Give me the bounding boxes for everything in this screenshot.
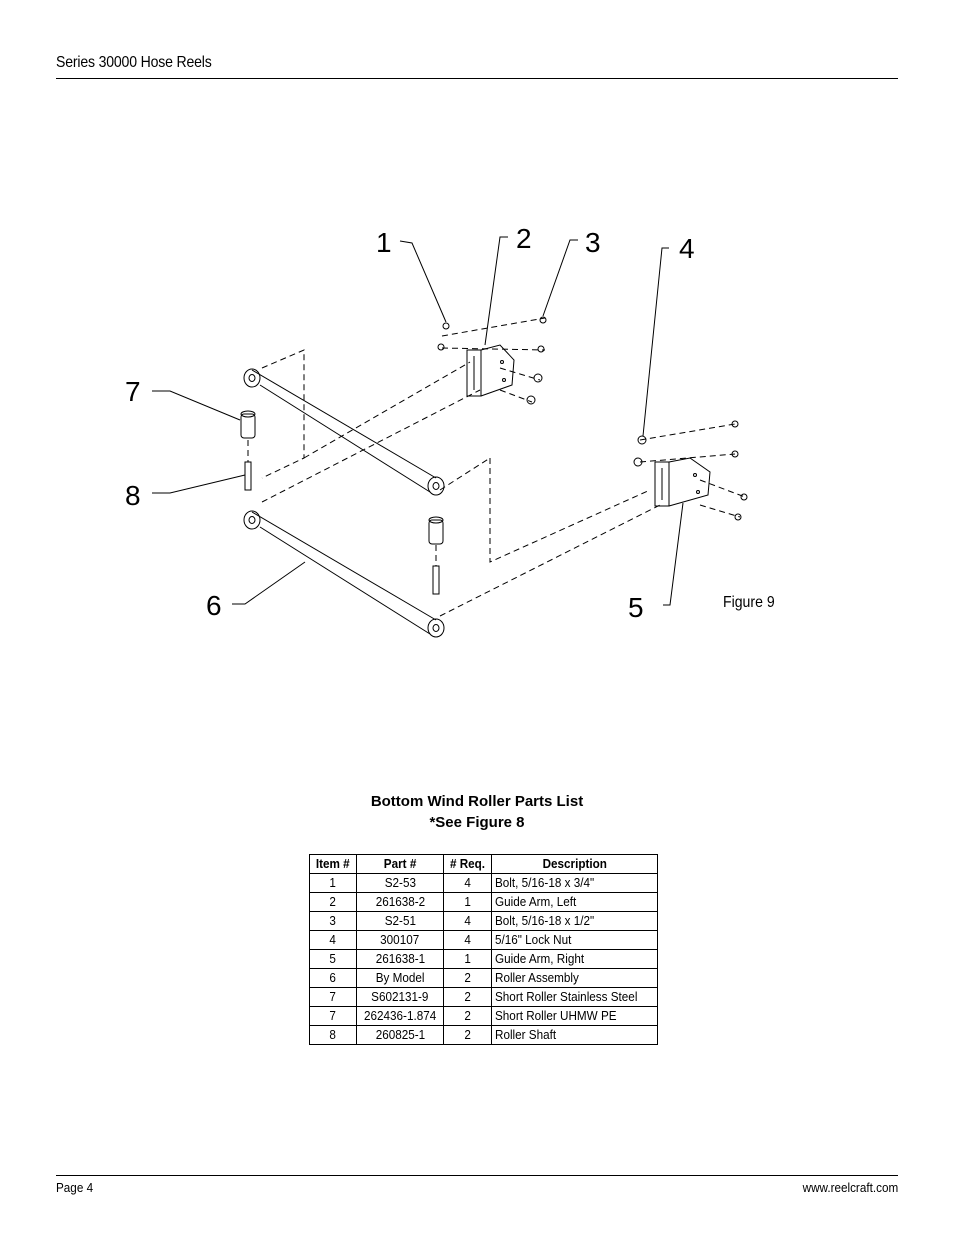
footer-rule xyxy=(56,1175,898,1176)
short-roller-right xyxy=(428,516,444,545)
cell-part: 261638-2 xyxy=(355,892,445,912)
cell-item: 7 xyxy=(309,1006,357,1026)
cell-item: 6 xyxy=(309,968,357,988)
callout-7: 7 xyxy=(125,376,141,407)
cell-description: Bolt, 5/16-18 x 1/2" xyxy=(491,911,658,931)
cell-req: 4 xyxy=(443,911,493,931)
callout-6: 6 xyxy=(206,590,222,621)
table-row: 6 By Model 2 Roller Assembly xyxy=(309,968,658,988)
cell-description: Bolt, 5/16-18 x 3/4" xyxy=(491,873,658,893)
cell-req: 2 xyxy=(443,968,493,988)
header-rule xyxy=(56,78,898,79)
cell-description: Roller Assembly xyxy=(491,968,658,988)
callout-8: 8 xyxy=(125,480,141,511)
callout-1: 1 xyxy=(376,227,392,258)
cell-req: 1 xyxy=(443,892,493,912)
table-row: 8 260825-1 2 Roller Shaft xyxy=(309,1025,658,1045)
lower-roller xyxy=(243,510,445,638)
cell-item: 5 xyxy=(309,949,357,969)
cell-description: 5/16" Lock Nut xyxy=(491,930,658,950)
cell-part: 262436-1.874 xyxy=(355,1006,445,1026)
table-row: 4 300107 4 5/16" Lock Nut xyxy=(309,930,658,950)
cell-item: 1 xyxy=(309,873,357,893)
column-header-req: # Req. xyxy=(443,854,493,874)
cell-description: Short Roller Stainless Steel xyxy=(491,987,658,1007)
cell-req: 2 xyxy=(443,1006,493,1026)
upper-roller xyxy=(243,368,445,496)
cell-req: 2 xyxy=(443,1025,493,1045)
table-row: 2 261638-2 1 Guide Arm, Left xyxy=(309,892,658,912)
cell-req: 4 xyxy=(443,930,493,950)
callout-3: 3 xyxy=(585,227,601,258)
cell-item: 7 xyxy=(309,987,357,1007)
assembly-lines xyxy=(247,317,746,617)
page-number: Page 4 xyxy=(56,1180,94,1195)
cell-part: S2-53 xyxy=(355,873,445,893)
table-header-row: Item # Part # # Req. Description xyxy=(309,854,658,874)
cell-part: S2-51 xyxy=(355,911,445,931)
cell-part: 260825-1 xyxy=(355,1025,445,1045)
exploded-diagram: 1 2 3 4 5 6 7 8 xyxy=(125,223,748,638)
table-row: 3 S2-51 4 Bolt, 5/16-18 x 1/2" xyxy=(309,911,658,931)
short-roller-left xyxy=(240,410,256,439)
guide-arm-left xyxy=(466,344,515,397)
cell-item: 3 xyxy=(309,911,357,931)
table-row: 7 S602131-9 2 Short Roller Stainless Ste… xyxy=(309,987,658,1007)
cell-part: S602131-9 xyxy=(355,987,445,1007)
cell-item: 8 xyxy=(309,1025,357,1045)
table-row: 7 262436-1.874 2 Short Roller UHMW PE xyxy=(309,1006,658,1026)
table-row: 5 261638-1 1 Guide Arm, Right xyxy=(309,949,658,969)
cell-part: By Model xyxy=(355,968,445,988)
parts-table: Item # Part # # Req. Description 1 S2-53… xyxy=(309,854,658,1045)
guide-arm-right xyxy=(654,457,711,507)
callout-4: 4 xyxy=(679,233,695,264)
table-row: 1 S2-53 4 Bolt, 5/16-18 x 3/4" xyxy=(309,873,658,893)
column-header-description: Description xyxy=(491,854,658,874)
leader-lines xyxy=(152,236,684,606)
cell-description: Guide Arm, Left xyxy=(491,892,658,912)
figure-label: Figure 9 xyxy=(723,594,775,611)
callout-2: 2 xyxy=(516,223,532,254)
cell-req: 4 xyxy=(443,873,493,893)
cell-description: Short Roller UHMW PE xyxy=(491,1006,658,1026)
callout-numbers: 1 2 3 4 5 6 7 8 xyxy=(125,223,695,623)
shaft-right xyxy=(432,565,440,595)
cell-req: 2 xyxy=(443,987,493,1007)
cell-description: Roller Shaft xyxy=(491,1025,658,1045)
parts-list-title: Bottom Wind Roller Parts List xyxy=(370,793,584,810)
cell-item: 2 xyxy=(309,892,357,912)
hardware xyxy=(437,316,748,521)
cell-description: Guide Arm, Right xyxy=(491,949,658,969)
shaft-left xyxy=(244,461,252,491)
header-title: Series 30000 Hose Reels xyxy=(56,54,212,71)
column-header-item: Item # xyxy=(309,854,357,874)
cell-part: 261638-1 xyxy=(355,949,445,969)
website-link[interactable]: www.reelcraft.com xyxy=(802,1180,898,1195)
cell-part: 300107 xyxy=(355,930,445,950)
parts-list-subtitle: *See Figure 8 xyxy=(429,814,525,831)
cell-item: 4 xyxy=(309,930,357,950)
column-header-part: Part # xyxy=(355,854,445,874)
cell-req: 1 xyxy=(443,949,493,969)
callout-5: 5 xyxy=(628,592,644,623)
